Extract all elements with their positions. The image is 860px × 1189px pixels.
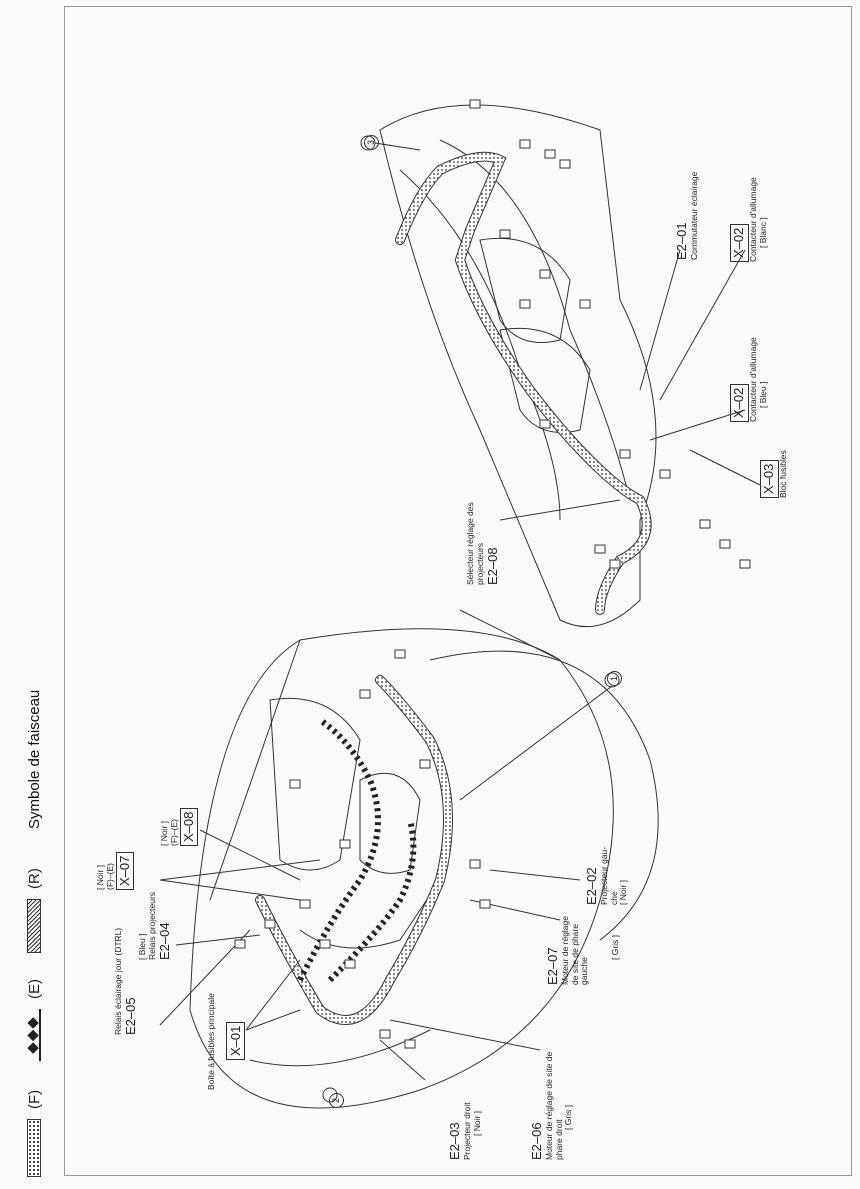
connector-x07: X–07 [115,851,135,890]
x01-description: Boîte à fusibles principale [206,993,216,1090]
e206-code: E2–06 [529,1122,544,1160]
label-circle-3: 3 [361,135,379,150]
e202-code: E2–02 [584,867,599,905]
x07-fe: (F)–(E) [104,863,115,890]
x02-blue-description: Contacteur d'allumage [747,337,758,422]
page-border [64,6,852,1176]
e201-description: Commutateur éclairage [688,171,699,260]
circle-2-label: 2 [328,1093,344,1108]
x02-white-color: [ Blanc ] [757,217,768,248]
e207-code: E2–07 [545,947,560,985]
label-e207-color: [ Gris ] [610,935,620,960]
circle-1-marker [604,672,620,688]
label-circle-2: 2 [326,1093,344,1108]
connector-x03: X–03 [760,459,779,498]
e203-code: E2–03 [447,1122,462,1160]
circle-3-marker [360,135,376,151]
harness-e-lower [297,717,381,982]
connector-x02-blue: X–02 [730,383,749,422]
label-e206: E2–06 Moteur de réglage de site de phare… [529,1052,574,1160]
e203-color: [ Noir ] [471,1110,482,1136]
label-e204: [ Bleu ] Relais projecteurs E2–04 [137,892,172,960]
label-x02a: X–02 Contacteur d'allumage [ Blanc ] [730,177,768,262]
e204-code: E2–04 [156,922,172,960]
label-e201: E2–01 Commutateur éclairage [674,171,700,260]
label-x01-desc: Boîte à fusibles principale [206,993,216,1090]
label-e202: E2–02 Projecteur gau- che [ Noir ] [584,847,629,905]
label-x08: [ Noir ] (F)–(E) X–08 [159,807,199,846]
connector-x08: X–08 [179,807,199,846]
connector-x01: X–01 [226,1021,245,1060]
engine-bay-outline [189,628,614,1109]
e201-code: E2–01 [674,222,689,260]
circle-1-label: 1 [606,671,622,686]
label-x07: [ Noir ] (F)–(E) X–07 [95,851,135,890]
x02-blue-color: [ Bleu ] [757,381,768,408]
e208-code: E2–08 [484,547,500,585]
circle-2-marker [322,1087,338,1103]
e202-color: [ Noir ] [618,879,629,905]
label-e205: Relais éclairage jour (DTRL) E2–05 [113,928,139,1035]
e207-color: [ Gris ] [610,934,620,960]
circle-3-label: 3 [363,135,379,150]
label-x03: X–03 Bloc fusibles [760,450,789,498]
label-circle-1: 1 [604,671,622,686]
label-x02b: X–02 Contacteur d'allumage [ Bleu ] [730,337,768,422]
label-e207: E2–07 Moteur de réglage de site de phare… [545,916,590,985]
label-e208: Sélecteur réglage des projecteurs E2–08 [465,502,500,585]
label-x01: X–01 [226,1021,245,1060]
e207-description-3: gauche [579,957,590,985]
x03-description: Bloc fusibles [777,450,788,498]
x08-fe: (F)–(E) [168,819,179,846]
e206-color: [ Gris ] [563,1104,574,1130]
label-e203: E2–03 Projecteur droit [ Noir ] [447,1102,482,1160]
connector-x02-white: X–02 [730,223,749,262]
